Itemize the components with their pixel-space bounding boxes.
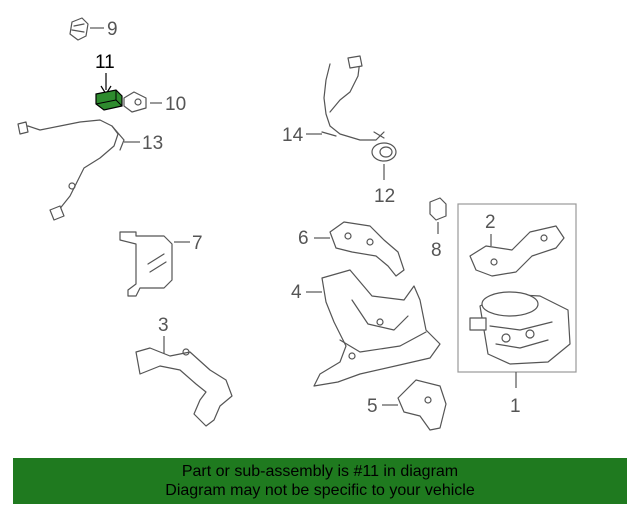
callout-7[interactable]: 7 [192, 233, 203, 254]
part-10-sensor[interactable] [123, 91, 147, 113]
callout-11[interactable]: 11 [95, 52, 115, 73]
callout-2[interactable]: 2 [485, 212, 496, 233]
callout-13[interactable]: 13 [142, 133, 163, 154]
part-4-bracket[interactable] [313, 269, 441, 387]
callout-10[interactable]: 10 [165, 94, 186, 115]
part-2-bracket[interactable] [469, 225, 565, 277]
part-14-wire-harness[interactable] [321, 55, 385, 141]
callout-8[interactable]: 8 [431, 240, 442, 261]
parts-diagram: 9 11 10 13 7 3 14 [17, 17, 577, 431]
banner-line-2: Diagram may not be specific to your vehi… [165, 482, 475, 499]
part-11-sensor[interactable] [95, 89, 123, 111]
abs-actuator-unit[interactable] [469, 291, 571, 365]
part-12-sensor[interactable] [371, 142, 397, 162]
callout-1[interactable]: 1 [510, 396, 521, 417]
callout-12[interactable]: 12 [374, 186, 395, 207]
part-13-wire-harness[interactable] [17, 119, 125, 221]
banner-line-1: Part or sub-assembly is #11 in diagram [181, 463, 459, 480]
info-banner: Part or sub-assembly is #11 in diagram D… [13, 458, 627, 504]
part-8-clip[interactable] [429, 197, 447, 221]
callout-14[interactable]: 14 [282, 125, 304, 146]
callout-3[interactable]: 3 [158, 315, 169, 336]
part-6-bracket[interactable] [329, 221, 405, 277]
callout-9[interactable]: 9 [107, 19, 118, 40]
part-5-bracket[interactable] [397, 379, 447, 431]
part-7-module[interactable] [119, 231, 173, 297]
part-3-bracket[interactable] [135, 347, 233, 427]
assembly-1-box [457, 203, 577, 373]
part-9-clip[interactable] [69, 17, 89, 41]
callout-6[interactable]: 6 [298, 228, 309, 249]
callout-4[interactable]: 4 [291, 282, 302, 303]
callout-5[interactable]: 5 [367, 396, 378, 417]
